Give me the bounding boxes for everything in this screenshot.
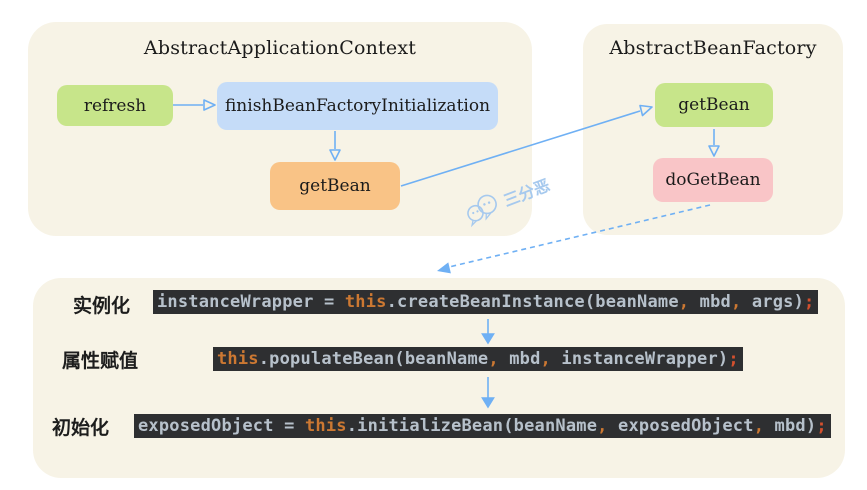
node-get-bean-factory: getBean <box>655 83 773 127</box>
code-initialize-bean: exposedObject = this.initializeBean(bean… <box>134 414 831 438</box>
panel-title-application-context: AbstractApplicationContext <box>143 37 417 59</box>
node-refresh: refresh <box>57 85 173 126</box>
code-create-bean-instance: instanceWrapper = this.createBeanInstanc… <box>153 290 819 314</box>
panel-title-bean-factory: AbstractBeanFactory <box>609 37 817 59</box>
node-get-bean-context: getBean <box>270 162 400 210</box>
node-do-get-bean: doGetBean <box>653 158 773 202</box>
chat-bubbles-icon <box>467 194 497 228</box>
code-populate-bean: this.populateBean(beanName, mbd, instanc… <box>213 347 743 371</box>
watermark: 三分恶 <box>457 169 554 230</box>
step-label-initialization: 初始化 <box>52 417 110 439</box>
step-label-property-population: 属性赋值 <box>62 350 139 372</box>
node-finish-bean-factory-initialization: finishBeanFactoryInitialization <box>217 82 498 130</box>
step-label-instantiation: 实例化 <box>73 295 131 317</box>
